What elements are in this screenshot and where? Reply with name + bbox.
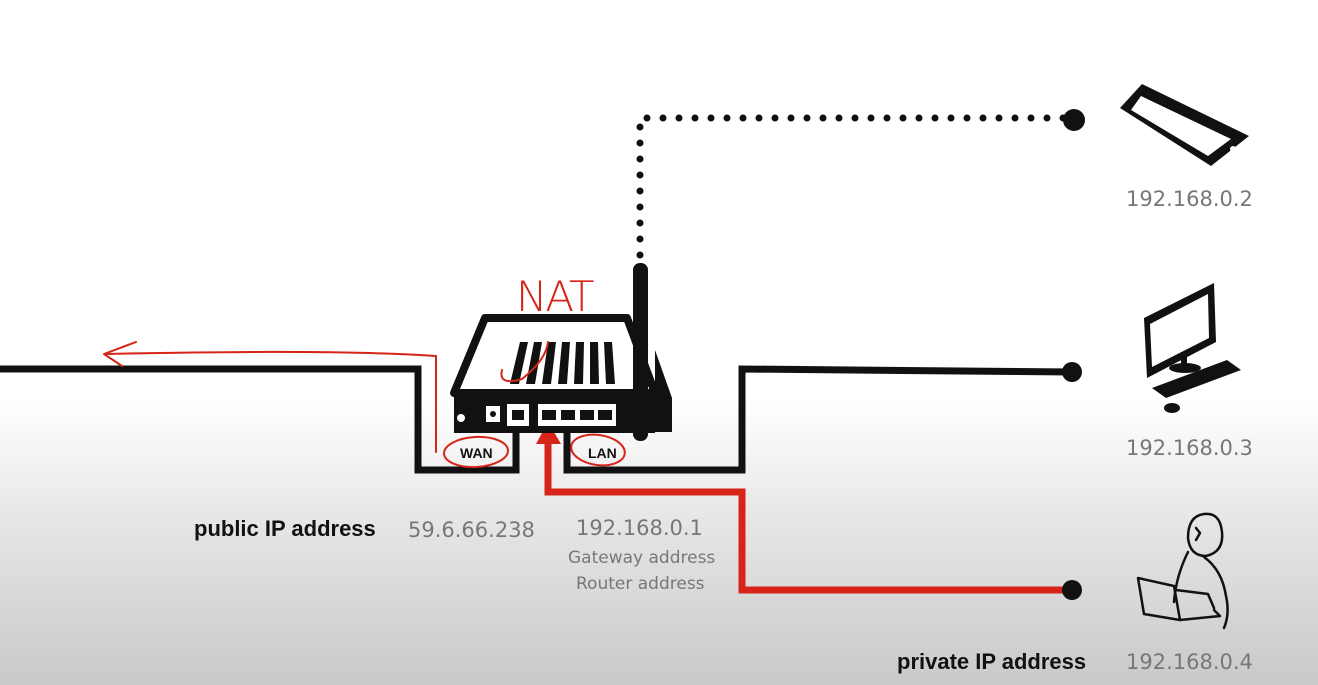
router-icon — [450, 263, 672, 441]
lan-cable-desktop — [563, 365, 1073, 474]
gateway-ip-value: 192.168.0.1 — [576, 516, 703, 540]
arrowhead-scribble — [103, 341, 137, 367]
phone-endpoint — [1063, 109, 1085, 131]
lan-port-label: LAN — [588, 445, 617, 461]
laptop-ip: 192.168.0.4 — [1126, 650, 1253, 674]
laptop-endpoint — [1062, 580, 1082, 600]
public-ip-caption: public IP address — [194, 516, 376, 541]
public-ip-value: 59.6.66.238 — [408, 518, 535, 542]
nat-annotation: NAT — [516, 272, 595, 321]
wan-cable — [0, 365, 520, 474]
lan-cable-laptop — [544, 440, 1072, 594]
private-ip-caption: private IP address — [897, 649, 1087, 674]
desktop-endpoint — [1062, 362, 1082, 382]
router-caption: Router address — [576, 574, 705, 594]
router-antenna — [633, 263, 648, 441]
desktop-computer-icon — [1144, 283, 1241, 413]
desktop-ip: 192.168.0.3 — [1126, 436, 1253, 460]
gateway-caption: Gateway address — [568, 548, 716, 568]
smartphone-icon — [1120, 84, 1249, 166]
nat-outgoing-arrow — [105, 350, 437, 453]
wan-port-label: WAN — [460, 445, 493, 461]
lan-circle — [570, 433, 626, 467]
wireless-link — [636, 114, 1076, 259]
wan-circle — [443, 435, 509, 469]
outgoing-port-scribble — [500, 341, 549, 383]
laptop-user-icon — [1136, 512, 1229, 630]
phone-ip: 192.168.0.2 — [1126, 187, 1253, 211]
